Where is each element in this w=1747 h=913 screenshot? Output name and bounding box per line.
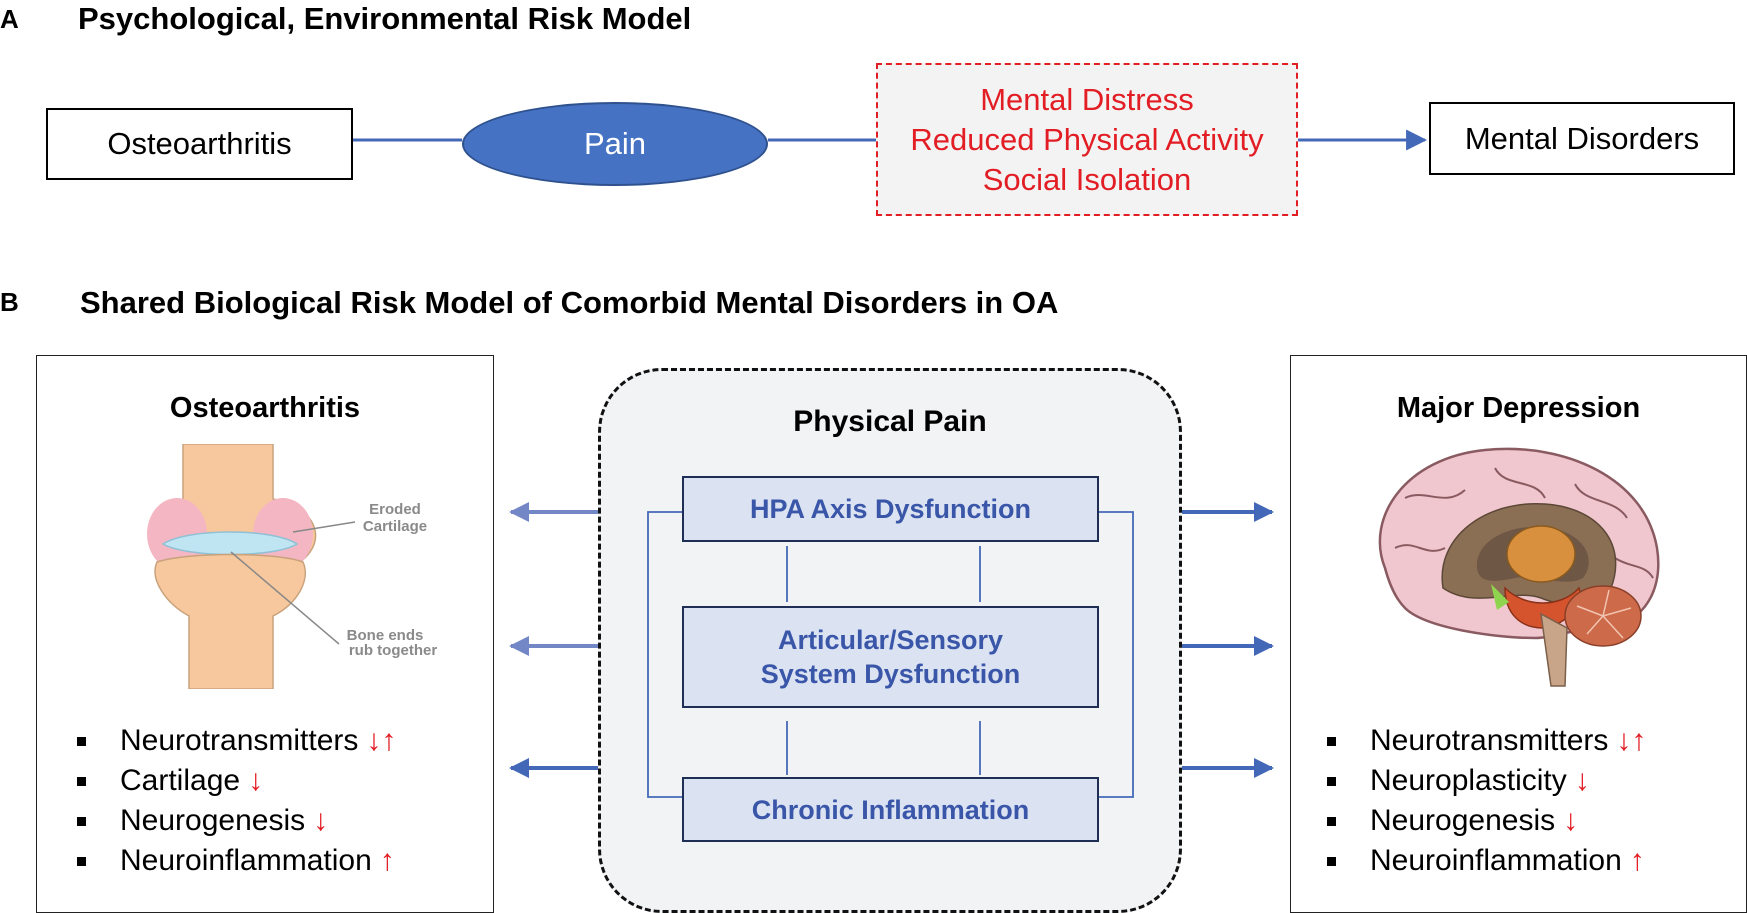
articular-sensory-box: Articular/Sensory System Dysfunction	[682, 606, 1099, 708]
label-eroded: Eroded	[369, 501, 421, 518]
bullet-icon	[1327, 816, 1336, 826]
factor-label: Neurogenesis	[1370, 804, 1556, 837]
panel-b-title: Shared Biological Risk Model of Comorbid…	[80, 285, 1059, 320]
osteoarthritis-factors-list: Neurotransmitters↓↑ Cartilage↓ Neurogene…	[77, 721, 396, 881]
bullet-icon	[77, 736, 86, 746]
bullet-icon	[77, 816, 86, 826]
brain-illustration	[1378, 447, 1660, 687]
list-item: Neurotransmitters↓↑	[1327, 721, 1646, 761]
trend-arrows: ↓	[313, 804, 329, 837]
bullet-icon	[1327, 776, 1336, 786]
factor-label: Neuroinflammation	[1370, 844, 1622, 877]
osteoarthritis-label: Osteoarthritis	[107, 126, 292, 161]
label-rub-together: rub together	[349, 642, 437, 659]
trend-arrows: ↓↑	[1616, 724, 1647, 757]
trend-arrows: ↑	[379, 844, 395, 877]
mental-disorders-label: Mental Disorders	[1464, 120, 1700, 156]
major-depression-factors-list: Neurotransmitters↓↑ Neuroplasticity↓ Neu…	[1327, 721, 1646, 881]
factor-label: Neurotransmitters	[1370, 724, 1609, 757]
trend-arrows: ↓	[1563, 804, 1579, 837]
hpa-axis-box: HPA Axis Dysfunction	[682, 476, 1099, 542]
trend-arrows: ↓	[248, 764, 264, 797]
trend-arrows: ↓	[1574, 764, 1590, 797]
list-item: Neuroinflammation↑	[1327, 841, 1646, 881]
chronic-inflammation-label: Chronic Inflammation	[751, 794, 1030, 825]
distress-factors-box: Mental Distress Reduced Physical Activit…	[876, 63, 1298, 216]
knee-joint-illustration: Eroded Cartilage Bone ends rub together	[147, 444, 437, 689]
right-bracket	[1099, 511, 1134, 798]
factor-label: Neuroplasticity	[1370, 764, 1567, 797]
distress-line-3: Social Isolation	[982, 161, 1192, 197]
factor-label: Cartilage	[120, 764, 241, 797]
mental-disorders-box: Mental Disorders	[1429, 102, 1735, 175]
major-depression-panel: Major Depression Neurotransmitters↓↑ Neu…	[1290, 355, 1747, 913]
label-cartilage: Cartilage	[363, 518, 427, 535]
list-item: Neuroinflammation↑	[77, 841, 396, 881]
articular-sensory-line-1: Articular/Sensory	[777, 625, 1004, 655]
pain-label: Pain	[583, 126, 647, 161]
distress-line-1: Mental Distress	[980, 81, 1194, 117]
hpa-axis-label: HPA Axis Dysfunction	[749, 494, 1032, 524]
factor-label: Neurotransmitters	[120, 724, 359, 757]
distress-line-2: Reduced Physical Activity	[910, 121, 1264, 157]
osteoarthritis-panel: Osteoarthritis Eroded Cartilage Bone end…	[36, 355, 494, 913]
major-depression-panel-title: Major Depression	[1396, 392, 1641, 424]
pain-ellipse: Pain	[462, 102, 768, 186]
bullet-icon	[1327, 736, 1336, 746]
trend-arrows: ↑	[1629, 844, 1645, 877]
osteoarthritis-panel-title: Osteoarthritis	[169, 392, 361, 424]
panel-b-letter: B	[0, 287, 19, 317]
physical-pain-title: Physical Pain	[793, 405, 987, 438]
factor-label: Neuroinflammation	[120, 844, 372, 877]
label-bone-ends: Bone ends	[347, 627, 424, 644]
panel-a-title: Psychological, Environmental Risk Model	[78, 1, 692, 36]
bullet-icon	[1327, 856, 1336, 866]
list-item: Neuroplasticity↓	[1327, 761, 1646, 801]
factor-label: Neurogenesis	[120, 804, 306, 837]
articular-sensory-line-2: System Dysfunction	[760, 659, 1021, 689]
left-bracket	[647, 511, 682, 798]
list-item: Neurotransmitters↓↑	[77, 721, 396, 761]
panel-a-letter: A	[0, 4, 19, 34]
list-item: Cartilage↓	[77, 761, 396, 801]
bullet-icon	[77, 856, 86, 866]
trend-arrows: ↓↑	[366, 724, 397, 757]
list-item: Neurogenesis↓	[77, 801, 396, 841]
bullet-icon	[77, 776, 86, 786]
osteoarthritis-box: Osteoarthritis	[46, 108, 353, 180]
chronic-inflammation-box: Chronic Inflammation	[682, 777, 1099, 842]
list-item: Neurogenesis↓	[1327, 801, 1646, 841]
